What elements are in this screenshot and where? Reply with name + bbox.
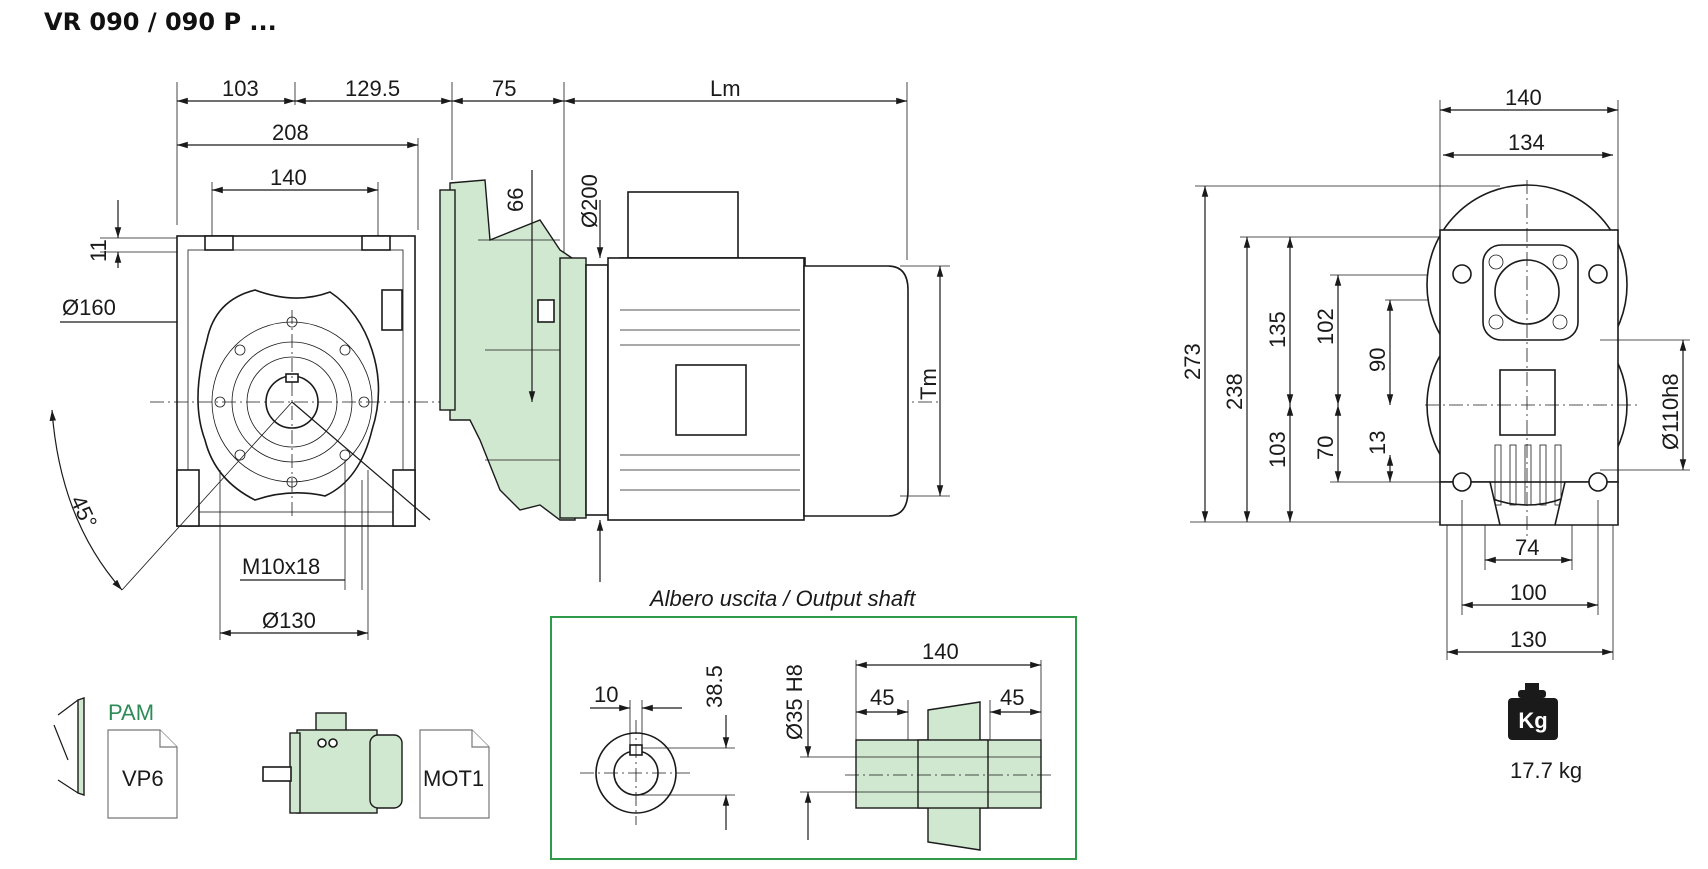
dim-200: Ø200 bbox=[577, 174, 602, 228]
dim-h273: 273 bbox=[1180, 343, 1205, 380]
dim-208: 208 bbox=[272, 120, 309, 145]
side-view: 103 129.5 75 Lm 208 140 11 Ø160 bbox=[49, 76, 950, 640]
pam-flange-icon bbox=[53, 697, 85, 796]
dim-110h8: Ø110h8 bbox=[1658, 373, 1683, 450]
dim-45-angle: 45° bbox=[65, 492, 102, 533]
dim-h102: 102 bbox=[1313, 308, 1338, 345]
dim-tm: Tm bbox=[916, 368, 941, 400]
motor-icon bbox=[262, 712, 403, 814]
dim-shaft-140: 140 bbox=[922, 639, 959, 664]
dim-left-45: 45 bbox=[870, 685, 894, 710]
dim-h103: 103 bbox=[1265, 431, 1290, 468]
dim-66: 66 bbox=[503, 188, 528, 212]
front-view: 140 134 273 238 135 103 102 70 90 13 bbox=[1180, 85, 1690, 660]
dim-160: Ø160 bbox=[62, 295, 116, 320]
doc-mot1-label: MOT1 bbox=[423, 766, 484, 791]
dim-right-45: 45 bbox=[1000, 685, 1024, 710]
weight-icon: Kg bbox=[1508, 683, 1558, 740]
dim-depth-38-5: 38.5 bbox=[702, 665, 727, 708]
doc-mot1[interactable]: MOT1 bbox=[419, 729, 490, 819]
weight-badge-label: Kg bbox=[1518, 708, 1547, 733]
dim-w130: 130 bbox=[1510, 627, 1547, 652]
dim-h13: 13 bbox=[1365, 431, 1390, 455]
dim-h238: 238 bbox=[1222, 373, 1247, 410]
doc-vp6[interactable]: VP6 bbox=[107, 729, 178, 819]
dim-m10x18: M10x18 bbox=[242, 554, 320, 579]
dim-lm: Lm bbox=[710, 76, 741, 101]
pam-label: PAM bbox=[108, 700, 154, 725]
output-shaft-detail: 10 38.5 Ø35 H8 140 45 45 bbox=[580, 639, 1055, 851]
doc-vp6-label: VP6 bbox=[122, 766, 164, 791]
dim-w74: 74 bbox=[1515, 535, 1539, 560]
dim-h90: 90 bbox=[1365, 348, 1390, 372]
output-shaft-frame bbox=[550, 616, 1077, 860]
dim-w140: 140 bbox=[1505, 85, 1542, 110]
dim-h135: 135 bbox=[1265, 311, 1290, 348]
dim-103: 103 bbox=[222, 76, 259, 101]
dim-130: Ø130 bbox=[262, 608, 316, 633]
page-title: VR 090 / 090 P ... bbox=[44, 8, 277, 36]
dim-129-5: 129.5 bbox=[345, 76, 400, 101]
dim-bore-35h8: Ø35 H8 bbox=[782, 664, 807, 740]
dim-key-10: 10 bbox=[594, 682, 618, 707]
dim-w100: 100 bbox=[1510, 580, 1547, 605]
weight-value: 17.7 kg bbox=[1510, 758, 1582, 783]
dim-w134: 134 bbox=[1508, 130, 1545, 155]
dim-140: 140 bbox=[270, 165, 307, 190]
dim-h70: 70 bbox=[1313, 436, 1338, 460]
dim-11: 11 bbox=[86, 239, 111, 262]
dim-75: 75 bbox=[492, 76, 516, 101]
output-shaft-caption: Albero uscita / Output shaft bbox=[648, 586, 916, 611]
